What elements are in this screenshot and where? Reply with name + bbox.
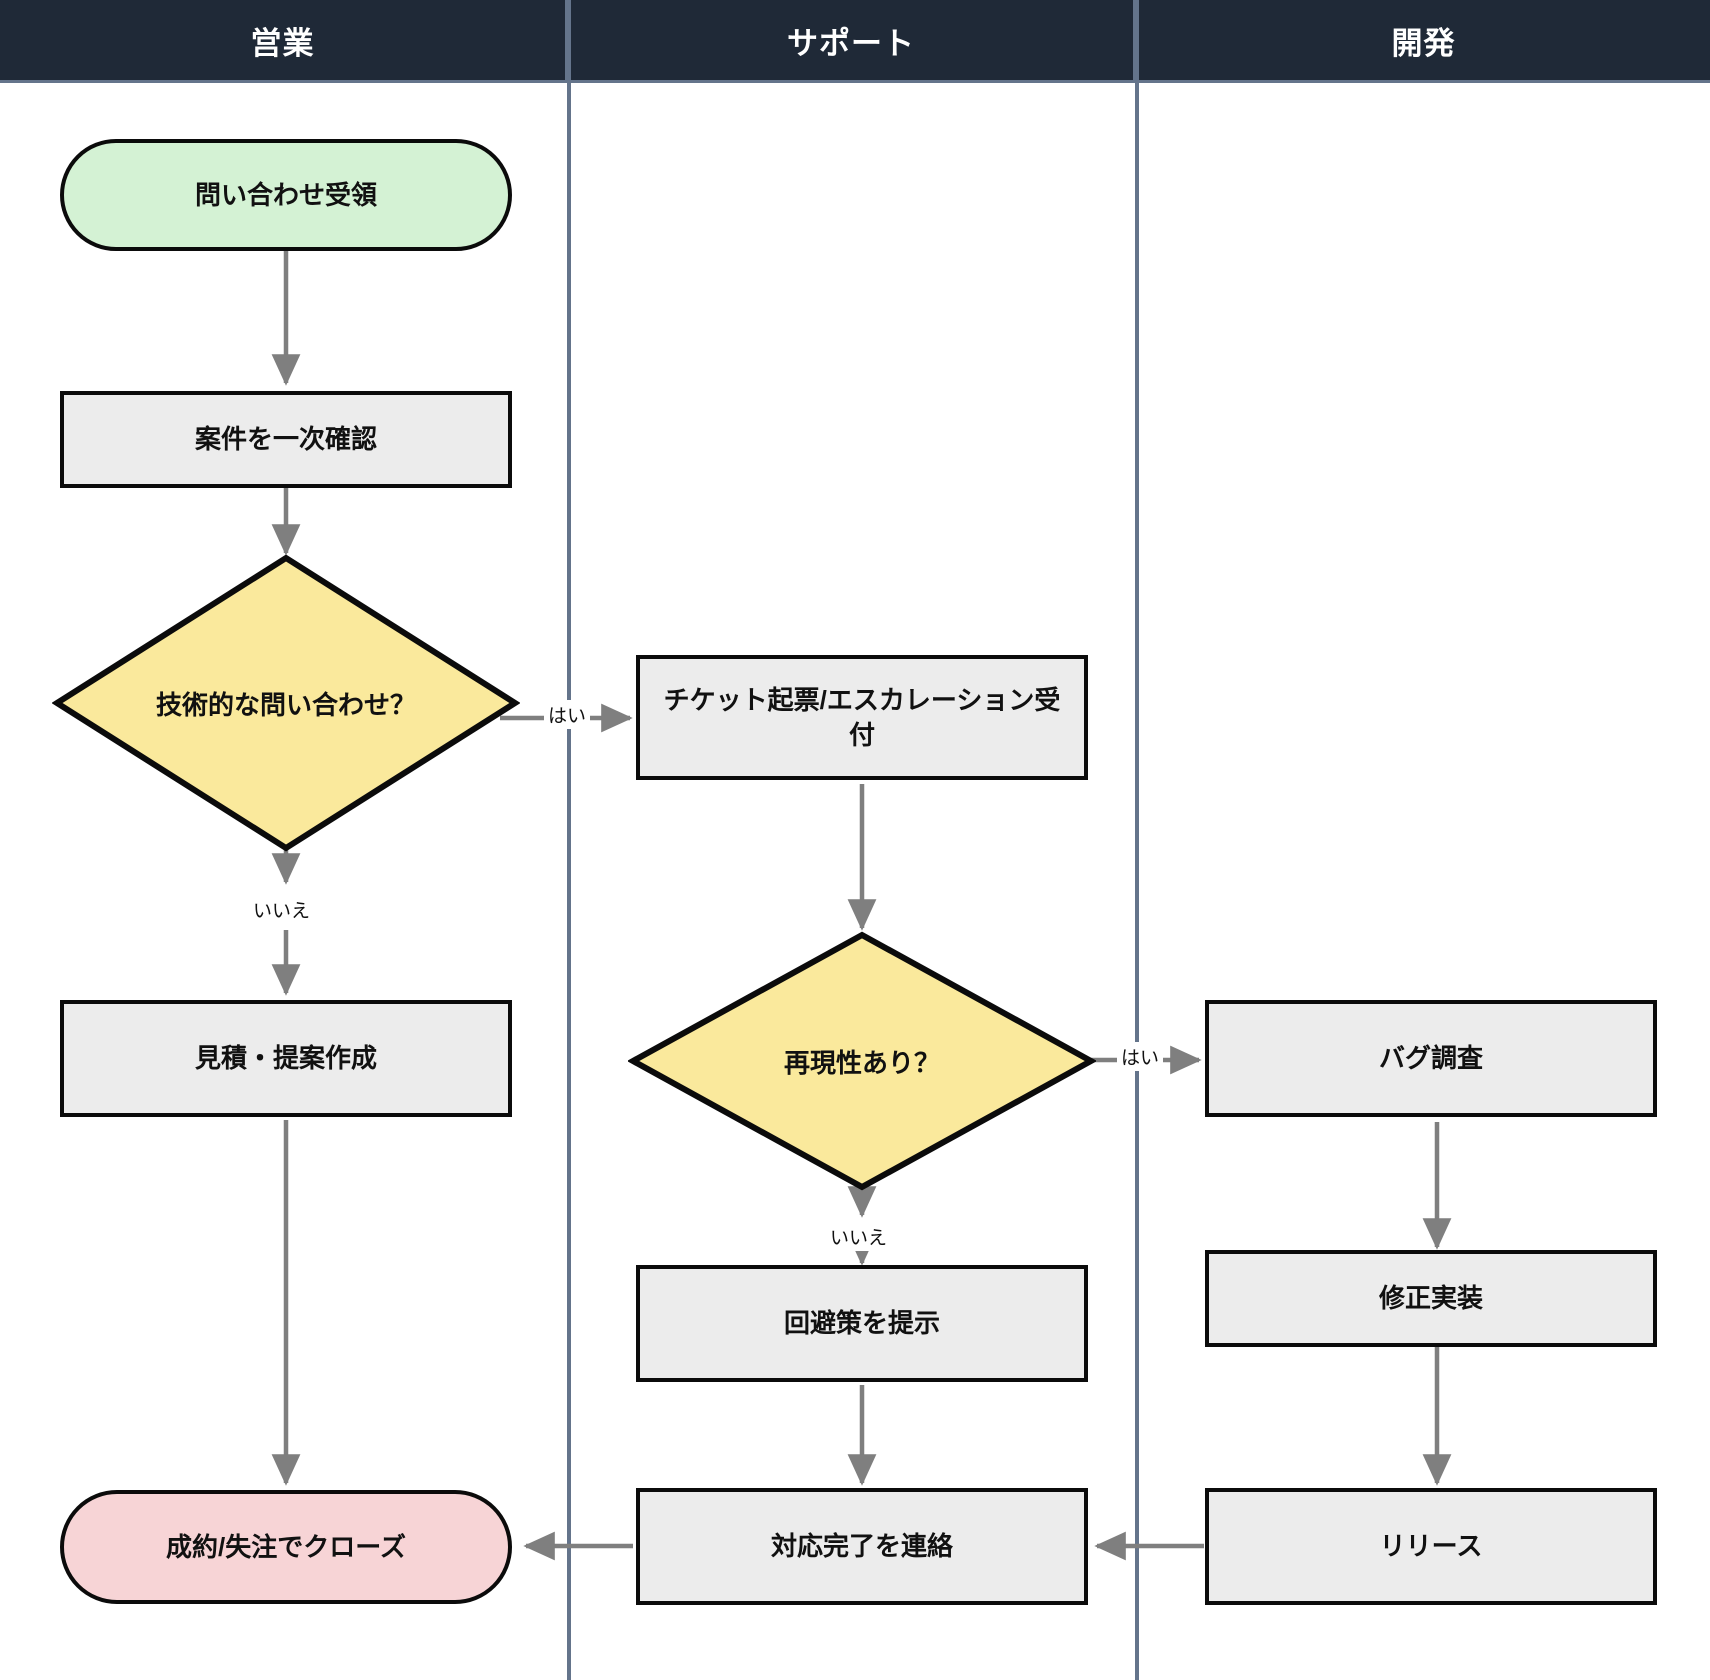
node-label: リリース [1379, 1531, 1483, 1562]
node-label: 成約/失注でクローズ [166, 1531, 406, 1562]
lane-header-support[interactable]: サポート [569, 0, 1137, 80]
edge-label-no-technical: いいえ [249, 895, 315, 924]
node-process-release[interactable]: リリース [1205, 1488, 1657, 1605]
edge-label-no-reproducible: いいえ [826, 1222, 892, 1251]
node-label: チケット起票/エスカレーション受付 [663, 685, 1061, 750]
node-process-fix-implementation[interactable]: 修正実装 [1205, 1250, 1657, 1347]
node-decision-technical-inquiry[interactable]: 技術的な問い合わせ？ [52, 553, 520, 853]
edge-label-yes-technical: はい [544, 700, 591, 729]
lane-header-development[interactable]: 開発 [1137, 0, 1710, 80]
lane-header-development-label: 開発 [1391, 25, 1456, 61]
header-underline [0, 80, 1710, 83]
node-label: 問い合わせ受領 [194, 179, 377, 210]
node-process-ticket-escalation[interactable]: チケット起票/エスカレーション受付 [636, 655, 1088, 780]
swimlane-header-row: 営業 サポート 開発 [0, 0, 1710, 80]
node-process-initial-review[interactable]: 案件を一次確認 [60, 391, 512, 488]
node-process-notify-completion[interactable]: 対応完了を連絡 [636, 1488, 1088, 1605]
node-process-quote-proposal[interactable]: 見積・提案作成 [60, 1000, 512, 1117]
node-label: 見積・提案作成 [194, 1043, 377, 1074]
edge-label-yes-reproducible: はい [1117, 1042, 1164, 1071]
node-process-offer-workaround[interactable]: 回避策を提示 [636, 1265, 1088, 1382]
node-end-close-win-loss[interactable]: 成約/失注でクローズ [60, 1490, 512, 1604]
node-process-bug-investigation[interactable]: バグ調査 [1205, 1000, 1657, 1117]
node-label: バグ調査 [1378, 1043, 1483, 1074]
node-label: 対応完了を連絡 [770, 1531, 953, 1562]
lane-header-support-label: サポート [787, 25, 915, 61]
node-label: 回避策を提示 [783, 1308, 940, 1339]
node-label: 修正実装 [1378, 1283, 1483, 1314]
lane-header-sales-label: 営業 [250, 25, 315, 61]
lane-divider-sales-support [567, 0, 571, 1680]
lane-divider-support-development [1135, 0, 1139, 1680]
node-decision-reproducible[interactable]: 再現性あり？ [628, 930, 1096, 1192]
lane-header-sales[interactable]: 営業 [0, 0, 569, 80]
node-start-inquiry-received[interactable]: 問い合わせ受領 [60, 139, 512, 251]
node-label: 案件を一次確認 [194, 424, 377, 455]
